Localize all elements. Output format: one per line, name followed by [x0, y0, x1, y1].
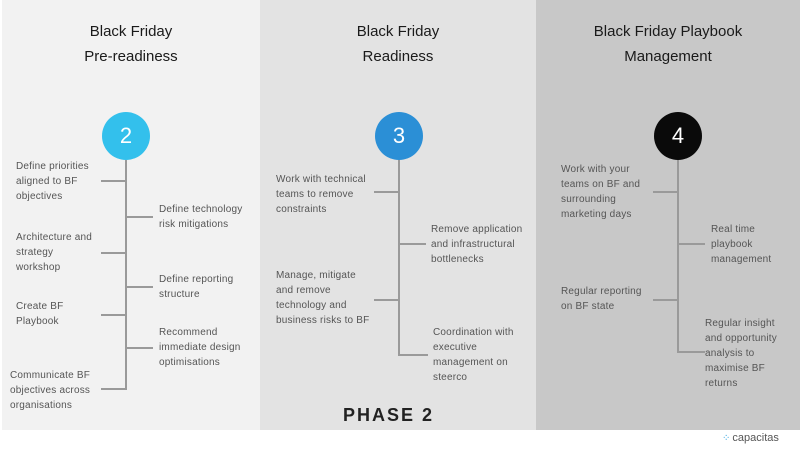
timeline-stem — [677, 160, 679, 353]
column-title-line-1: Black Friday Playbook — [593, 23, 743, 40]
column-title: Black Friday Readiness — [260, 19, 536, 69]
timeline-tick — [374, 299, 400, 301]
timeline-tick — [374, 191, 400, 193]
phase-column-pre-readiness: Black Friday Pre-readiness 2 Define prio… — [2, 0, 260, 430]
timeline-tick — [653, 191, 679, 193]
timeline-tick — [653, 299, 679, 301]
timeline-tick — [125, 216, 153, 218]
column-title-line-2: Management — [624, 48, 712, 65]
timeline-tick — [101, 252, 127, 254]
timeline-tick — [398, 243, 426, 245]
column-title-line-1: Black Friday — [356, 23, 440, 40]
step-number-circle: 3 — [375, 112, 423, 160]
phase-column-playbook-management: Black Friday Playbook Management 4 Work … — [536, 0, 800, 430]
timeline-stem — [125, 160, 127, 390]
column-title-line-2: Pre-readiness — [84, 48, 178, 65]
logo-text: capacitas — [732, 432, 779, 444]
column-title: Black Friday Playbook Management — [536, 19, 800, 69]
timeline-tick — [677, 351, 705, 353]
timeline-tick — [101, 180, 127, 182]
company-logo: ⁘capacitas — [722, 432, 779, 444]
timeline-tick — [125, 286, 153, 288]
step-number-circle: 2 — [102, 112, 150, 160]
timeline-stem — [398, 160, 400, 356]
timeline-tick — [677, 243, 705, 245]
column-title-line-1: Black Friday — [89, 23, 173, 40]
phase-label: PHASE 2 — [343, 405, 435, 425]
column-title: Black Friday Pre-readiness — [2, 19, 260, 69]
timeline-tick — [101, 314, 127, 316]
timeline-tick — [398, 354, 428, 356]
column-title-line-2: Readiness — [362, 48, 434, 65]
timeline-tick — [125, 347, 153, 349]
step-number-circle: 4 — [654, 112, 702, 160]
logo-mark-icon: ⁘ — [722, 433, 731, 444]
timeline-tick — [101, 388, 127, 390]
phase-column-readiness: Black Friday Readiness 3 Work with techn… — [260, 0, 536, 430]
